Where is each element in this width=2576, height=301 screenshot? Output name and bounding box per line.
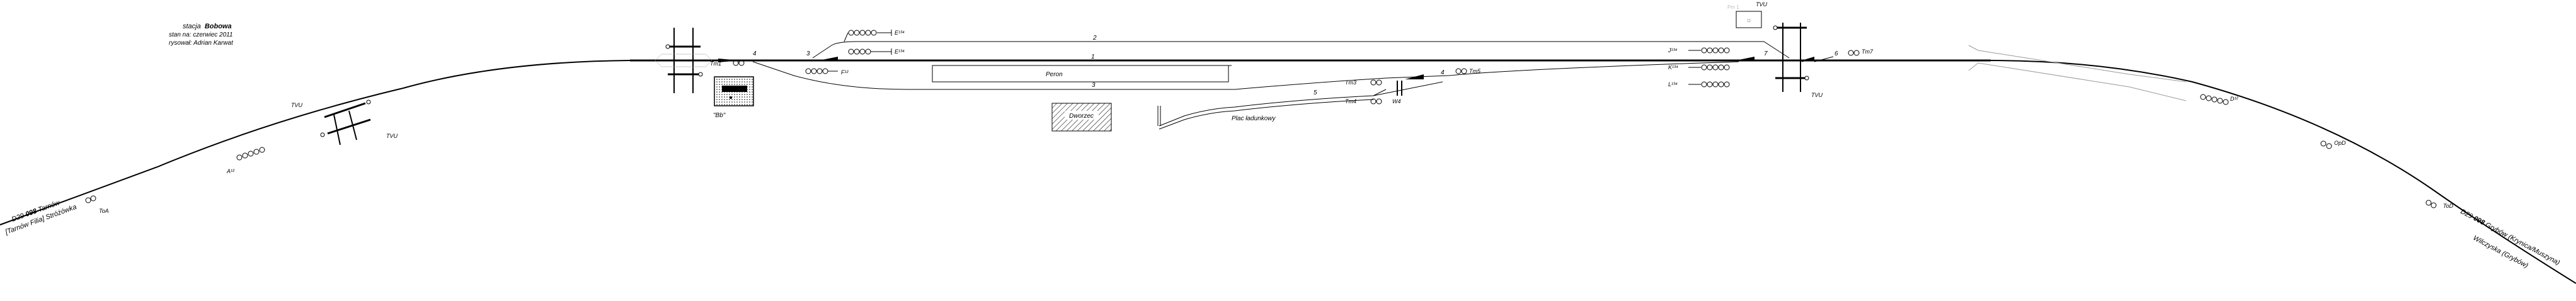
- label-tm4: Tm4: [1345, 98, 1356, 105]
- label-tvu-1: TVU: [291, 102, 303, 108]
- label-tvu-4: TVU: [1756, 1, 1768, 8]
- signal-j: [1688, 47, 1730, 54]
- signal-tod: [2425, 200, 2437, 208]
- label-d: F¹²: [841, 69, 849, 76]
- label-e1: E¹³⁴: [895, 30, 905, 36]
- signal-labels: E¹³⁴ E¹³⁴ F¹² Tm1 J¹³⁴ K¹³⁴ L¹³⁴ Tm3 Tm4…: [99, 1, 2454, 214]
- signal-tm5: [1455, 68, 1467, 74]
- signal-tm3: [1370, 79, 1382, 86]
- svg-text:stacja Bobowa: stacja Bobowa: [183, 23, 232, 30]
- station-label: stacja: [183, 23, 201, 30]
- track-num-4: 4: [753, 50, 757, 57]
- signal-tm4: [1370, 98, 1382, 105]
- signal-tm1: [733, 60, 745, 66]
- loading-yard-label: Plac ładunkowy: [1232, 115, 1276, 122]
- state-date: stan na: czerwiec 2011: [169, 31, 233, 38]
- label-tod: ToD: [2443, 203, 2454, 209]
- label-toa: ToA: [99, 208, 109, 214]
- line-break-left-1: [162, 173, 169, 178]
- label-tvu-2: TVU: [386, 133, 398, 139]
- track-num-5: 5: [1314, 89, 1317, 96]
- platform: Peron: [932, 65, 1232, 82]
- station-building-label: Dworzec: [1069, 113, 1094, 120]
- signal-l: [1688, 81, 1730, 88]
- track-num-2: 2: [1092, 35, 1097, 42]
- small-hut: □ Pm 1: [1727, 4, 1762, 28]
- signal-d: [805, 68, 838, 74]
- line-end-east: D29 098 Grybów (Krynica/Muszyna) Wilczys…: [2459, 208, 2562, 270]
- signal-box-label: "Bb": [713, 112, 726, 119]
- author: rysował: Adrian Karwat: [169, 40, 234, 47]
- signal-e2: [848, 48, 892, 55]
- svg-text:□: □: [1748, 19, 1751, 23]
- signal-w4: [1397, 81, 1402, 96]
- signal-toa: [85, 195, 96, 203]
- label-w4: W4: [1392, 98, 1401, 105]
- label-tm7: Tm7: [1862, 48, 1874, 55]
- line-break-right-1: [2385, 188, 2393, 194]
- line-end-west: D29 098 Tarnów [Tarnów Filia] Stróżówka: [4, 199, 77, 236]
- signal-box-bb: "Bb": [713, 76, 754, 119]
- track-numbers: 2 1 3 3 4 5 4 7 6: [753, 35, 1838, 96]
- label-opd: OpD: [2334, 140, 2346, 146]
- signal-e1: [848, 30, 892, 36]
- label-a: A¹²: [226, 168, 235, 174]
- track-num-7: 7: [1764, 50, 1768, 57]
- track-num-3b: 3: [806, 50, 810, 57]
- track-num-1: 1: [1091, 54, 1095, 60]
- label-l: L¹³⁴: [1668, 81, 1678, 88]
- label-e2: E¹³⁴: [895, 48, 905, 55]
- level-crossing-approach: [320, 99, 371, 145]
- platform-label: Peron: [1046, 71, 1063, 78]
- label-c: D¹²: [2230, 96, 2238, 102]
- main-track-right: [1990, 60, 2576, 284]
- main-track-left: [0, 60, 631, 225]
- track-3: [752, 61, 1739, 90]
- signal-a: [236, 147, 265, 161]
- title-block: stacja Bobowa stan na: czerwiec 2011 rys…: [169, 23, 234, 47]
- main-line: [0, 59, 2576, 284]
- label-k: K¹³⁴: [1668, 64, 1678, 71]
- switch-marks: [718, 57, 1814, 79]
- gray-label: Pm 1: [1727, 4, 1739, 10]
- signal-k: [1688, 64, 1730, 71]
- label-tm3: Tm3: [1345, 79, 1356, 86]
- track-num-8: 6: [1835, 50, 1838, 57]
- label-tm1: Tm1: [710, 60, 721, 67]
- track-2: [812, 32, 1790, 59]
- signal-opd: [2320, 140, 2332, 149]
- station-building: Dworzec: [1051, 103, 1112, 132]
- label-j: J¹³⁴: [1668, 47, 1677, 54]
- track-num-3: 3: [1092, 82, 1096, 89]
- signal-c: [2200, 94, 2229, 105]
- level-crossing-east: [1773, 23, 1809, 92]
- track-5: [1157, 81, 1443, 130]
- label-tm5: Tm5: [1469, 68, 1481, 74]
- signals: [85, 30, 2437, 208]
- label-tvu-3: TVU: [1811, 92, 1823, 98]
- level-crossing-west: [655, 28, 713, 93]
- station-name: Bobowa: [205, 23, 232, 30]
- track-num-6: 4: [1441, 69, 1445, 76]
- line-break-left-2: [182, 166, 188, 170]
- signal-tm7: [1848, 50, 1860, 56]
- bridge-east: [1968, 45, 2187, 101]
